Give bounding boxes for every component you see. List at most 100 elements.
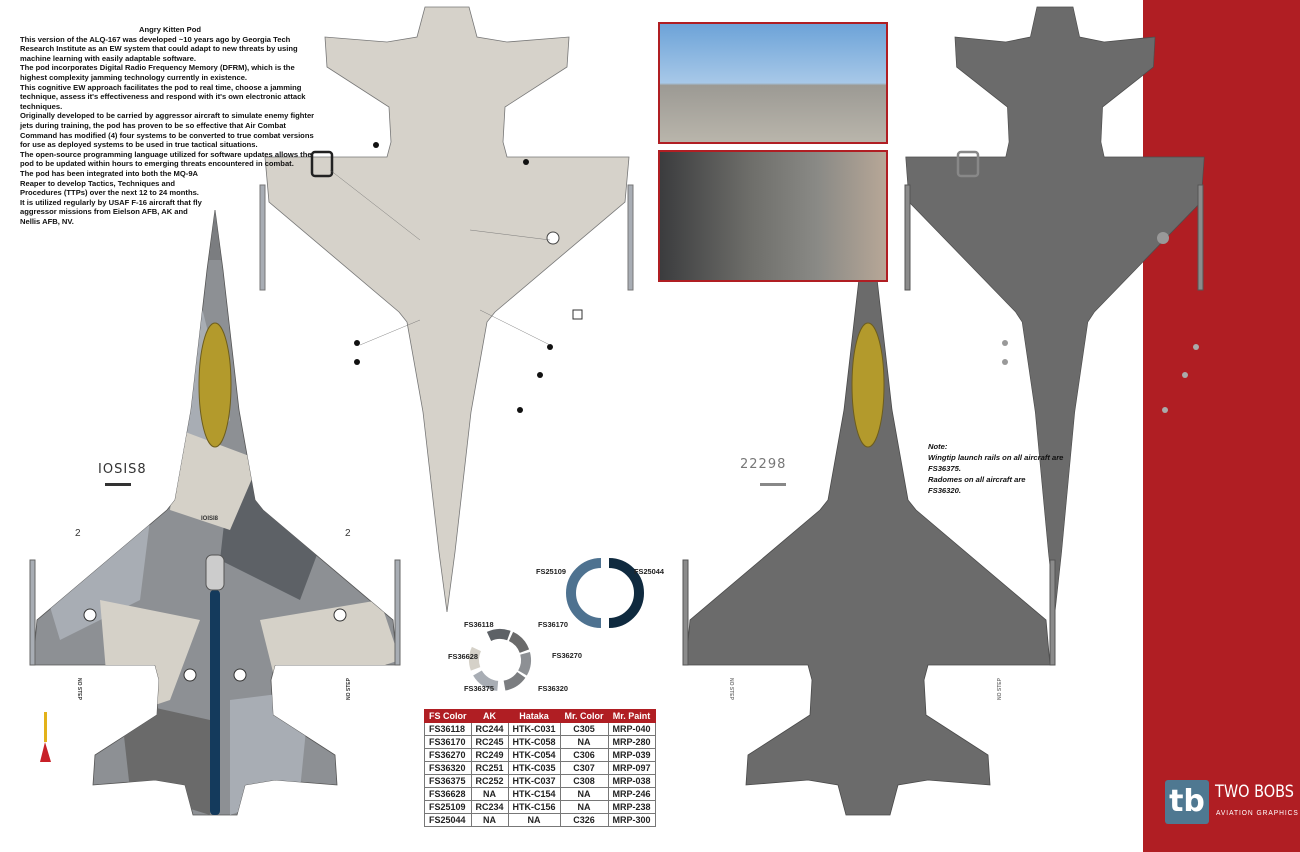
table-cell: MRP-097 [607,761,656,775]
table-cell: MRP-238 [607,800,656,814]
logo-name: TWO BOBS [1215,782,1294,802]
table-cell: FS25044 [424,813,472,827]
serial-right: 22298 [740,457,787,472]
info-paragraph: The open-source programming language uti… [20,149,312,169]
table-cell: RC245 [470,735,509,749]
color-swatch-pair [566,558,644,628]
table-cell: FS36628 [424,787,472,801]
swatch-label: FS36628 [448,652,478,661]
swatch-segment [473,670,499,691]
table-cell: MRP-038 [607,774,656,788]
swatch-segment [469,646,482,671]
table-cell: FS36320 [424,761,472,775]
info-title: Angry Kitten Pod [138,25,201,34]
info-paragraph: This version of the ALQ-167 was develope… [20,34,298,63]
swatch-label: FS36375 [464,684,494,693]
note-heading: Note: [928,442,948,451]
table-cell: HTK-C035 [507,761,561,775]
table-cell: NA [470,813,509,827]
table-cell: C306 [559,748,609,762]
column-header: Mr. Color [559,709,609,723]
swatch-label: FS25044 [634,567,664,576]
swatch-fs25044 [608,558,644,628]
table-cell: HTK-C037 [507,774,561,788]
table-cell: FS36375 [424,774,472,788]
swatch-segment [503,671,526,691]
table-cell: NA [507,813,561,827]
table-cell: RC252 [470,774,509,788]
photo-mq9-reaper-with-pod [658,22,888,144]
info-paragraph: The pod incorporates Digital Radio Frequ… [20,63,295,82]
table-cell: HTK-C058 [507,735,561,749]
table-cell: MRP-039 [607,748,656,762]
swatch-segment [518,651,531,676]
table-cell: C326 [559,813,609,827]
logo-subtitle: AVIATION GRAPHICS [1216,810,1299,817]
info-text-block: Angry Kitten Pod This version of the ALQ… [20,25,320,226]
table-cell: MRP-280 [607,735,656,749]
color-swatch-ring [469,629,531,691]
table-cell: HTK-C154 [507,787,561,801]
note-line: Wingtip launch rails on all aircraft are… [928,453,1064,473]
table-cell: NA [559,800,609,814]
marking-2: 2 [345,528,351,539]
table-cell: HTK-C031 [507,722,561,736]
swatch-label: FS36170 [538,620,568,629]
table-cell: FS36118 [424,722,472,736]
aircraft-underside-dark [904,6,1205,613]
table-cell: C305 [559,722,609,736]
table-cell: RC234 [470,800,509,814]
table-cell: FS36270 [424,748,472,762]
serial-left-small: IOISI8 [201,516,219,522]
no-step-marking: NO STEP [345,678,352,700]
table-cell: RC249 [470,748,509,762]
two-bobs-logo: tb TWO BOBS AVIATION GRAPHICS [1165,780,1298,828]
table-cell: C307 [559,761,609,775]
swatch-segment [508,631,530,654]
swatch-label: FS36118 [464,620,494,629]
swatch-fs25109 [566,558,602,628]
swatch-segment [486,629,511,642]
logo-mark: tb [1165,780,1209,824]
info-paragraph: This cognitive EW approach facilitates t… [20,82,306,111]
aircraft-top-camo [29,209,401,816]
table-cell: RC244 [470,722,509,736]
table-cell: NA [559,735,609,749]
info-paragraph: The pod has been integrated into both th… [20,168,199,198]
table-cell: HTK-C156 [507,800,561,814]
table-cell: MRP-246 [607,787,656,801]
table-cell: C308 [559,774,609,788]
aircraft-top-dark [682,209,1056,816]
table-cell: HTK-C054 [507,748,561,762]
marking-2: 2 [75,528,81,539]
column-header: Hataka [507,709,561,723]
table-cell: NA [470,787,509,801]
serial-left: IOSIS8 [98,462,147,477]
table-cell: MRP-040 [607,722,656,736]
swatch-label: FS36320 [538,684,568,693]
table-cell: FS25109 [424,800,472,814]
aircraft-underside-light [259,6,634,613]
swatch-label: FS36270 [552,651,582,660]
no-step-marking: NO STEP [727,678,734,700]
column-header: FS Color [424,709,472,723]
table-cell: NA [559,787,609,801]
info-paragraph: Originally developed to be carried by ag… [20,111,315,150]
column-header: AK [470,709,509,723]
table-cell: MRP-300 [607,813,656,827]
column-header: Mr. Paint [607,709,656,723]
photo-technician-with-pod [658,150,888,282]
no-step-marking: NO STEP [996,678,1003,700]
no-step-marking: NO STEP [75,678,82,700]
table-cell: FS36170 [424,735,472,749]
note-line: Radomes on all aircraft are FS36320. [928,475,1026,495]
note-block: Note: Wingtip launch rails on all aircra… [928,441,1068,496]
